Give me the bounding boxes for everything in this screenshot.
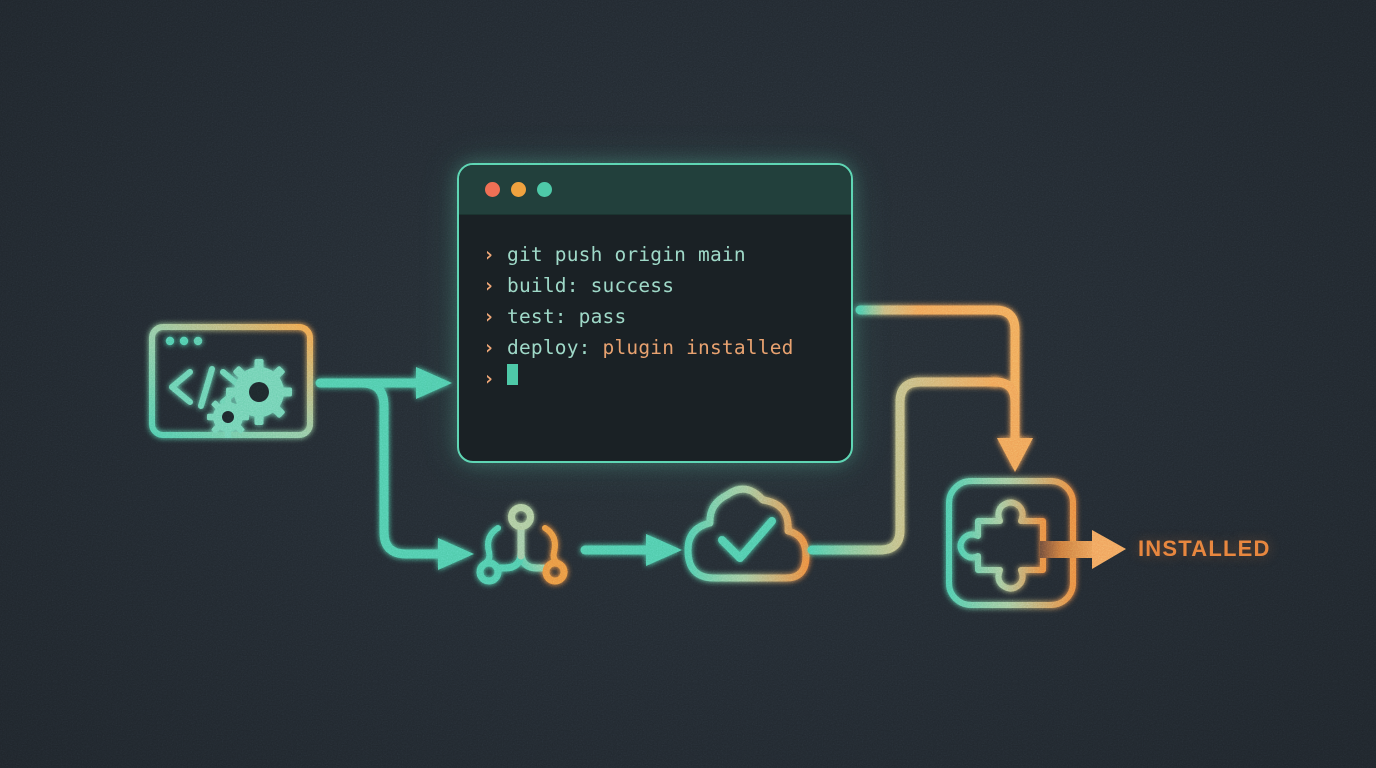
connector-plugin-to-installed — [1040, 530, 1126, 569]
connector-code-to-split — [315, 367, 474, 570]
status-badge: INSTALLED — [1138, 536, 1271, 561]
prompt-chevron-icon: › — [483, 336, 495, 359]
text-cursor — [507, 364, 518, 385]
prompt-chevron-icon: › — [483, 274, 495, 297]
code-editor-window-icon — [149, 324, 313, 438]
minimize-button[interactable] — [511, 182, 526, 197]
terminal-line-5: › — [483, 363, 851, 394]
connector-terminal-to-plugin — [855, 305, 1033, 472]
terminal-line-3: › test: pass — [483, 301, 851, 332]
git-branch-icon — [476, 504, 568, 585]
terminal-line-2: › build: success — [483, 270, 851, 301]
cloud-check-icon — [684, 485, 810, 582]
terminal-output: › git push origin main › build: success … — [459, 215, 851, 394]
prompt-chevron-icon: › — [483, 305, 495, 328]
terminal-line-1: › git push origin main — [483, 239, 851, 270]
terminal-line-3-text: test: pass — [507, 305, 627, 328]
connector-git-to-cloud — [580, 534, 682, 566]
terminal-line-4: › deploy: plugin installed — [483, 332, 851, 363]
terminal-window[interactable]: › git push origin main › build: success … — [457, 163, 853, 463]
close-button[interactable] — [485, 182, 500, 197]
prompt-chevron-icon: › — [483, 243, 495, 266]
terminal-line-2-text: build: success — [507, 274, 675, 297]
terminal-line-1-text: git push origin main — [507, 243, 746, 266]
prompt-chevron-icon: › — [483, 367, 495, 390]
maximize-button[interactable] — [537, 182, 552, 197]
terminal-line-4-label: deploy: — [507, 336, 603, 359]
terminal-titlebar — [459, 165, 851, 215]
terminal-line-4-value: plugin installed — [602, 336, 794, 359]
